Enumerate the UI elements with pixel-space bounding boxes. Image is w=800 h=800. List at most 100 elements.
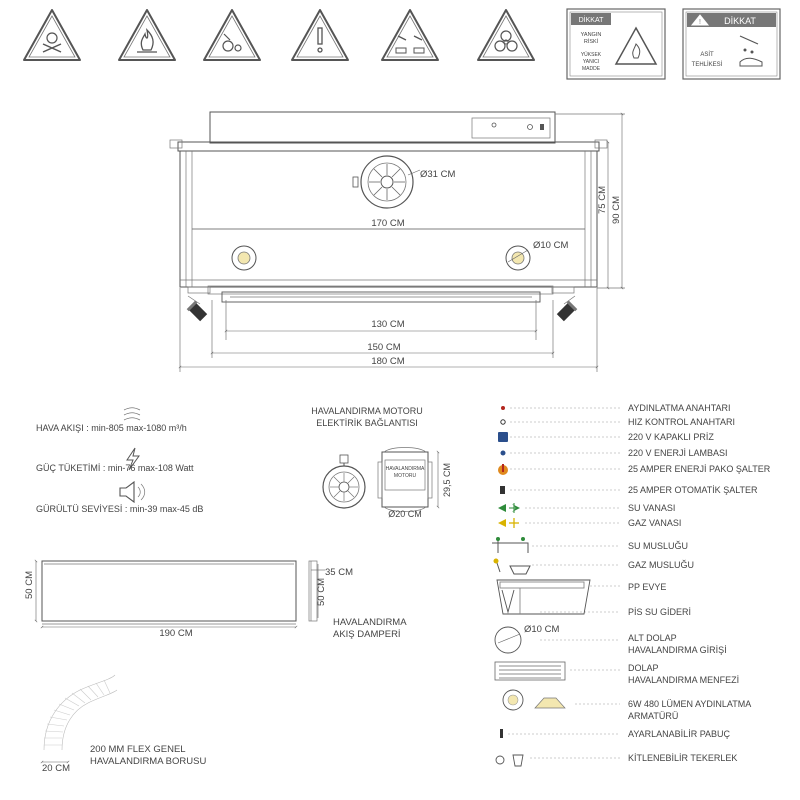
side-outlet-right-icon (556, 300, 578, 322)
pp-sink-icon (496, 579, 591, 615)
legend: Ø10 CM AYDINLATMA ANAHTARI HIZ KONTROL A… (492, 403, 771, 767)
damper-height-label: 50 CM (316, 578, 327, 606)
inner-width-label: 170 CM (371, 218, 404, 229)
socket-icon (498, 432, 508, 442)
flex-label-line1: 200 MM FLEX GENEL (90, 744, 186, 755)
led-fixture-icon (502, 689, 566, 711)
legend-item-speed-control: HIZ KONTROL ANAHTARI (628, 417, 735, 427)
fan-diameter-label: Ø31 CM (420, 169, 455, 180)
legend-item-water-valve: SU VANASI (628, 503, 675, 513)
legend-item-water-tap: SU MUSLUĞU (628, 541, 688, 551)
control-panel (471, 117, 551, 139)
flex-duct-icon (43, 674, 118, 751)
legend-item-rotary-switch: 25 AMPER ENERJİ PAKO ŞALTER (628, 464, 771, 474)
damper-label-line2: AKIŞ DAMPERİ (333, 629, 401, 640)
duct-width-label: 190 CM (159, 628, 192, 639)
legend-item-socket: 220 V KAPAKLI PRİZ (628, 432, 714, 442)
legend-item-led-line1: 6W 480 LÜMEN AYDINLATMA (628, 699, 751, 709)
height-75-label: 75 CM (597, 186, 608, 214)
motor-title-line2: ELEKTİRİK BAĞLANTISI (316, 418, 418, 428)
damper-depth-label: 35 CM (325, 567, 353, 578)
gas-tap-icon (493, 558, 531, 575)
sign2-line2: TEHLİKESİ (692, 61, 723, 68)
bottom-cabinet-vent-icon (494, 626, 522, 654)
cabinet-grille-icon (494, 661, 566, 681)
biohazard-warning-icon (477, 9, 535, 61)
flame-icon (614, 26, 658, 65)
sign1-line2: RİSKİ (584, 38, 599, 45)
specs-block: HAVA AKIŞI : min-805 max-1080 m³/h GÜÇ T… (36, 407, 203, 514)
duct-height-label: 50 CM (24, 571, 35, 599)
side-outlet-left-icon (186, 300, 208, 322)
legend-item-foot: AYARLANABİLİR PABUÇ (628, 729, 731, 739)
locking-caster-icon (495, 754, 524, 767)
water-tap-icon (492, 537, 529, 553)
motor-side-icon (377, 447, 433, 512)
flex-duct-block: 20 CM 200 MM FLEX GENEL HAVALANDIRMA BOR… (40, 674, 206, 774)
motor-diameter-label: Ø20 CM (388, 509, 422, 519)
speaker-icon (119, 480, 146, 504)
sign2-line1: ASİT (700, 51, 714, 58)
breaker-icon (500, 486, 505, 494)
light-fixture-left-icon (231, 245, 257, 271)
oxidizer-warning-icon (203, 9, 261, 61)
legend-vent-diameter: Ø10 CM (524, 624, 559, 635)
toxic-warning-icon (23, 9, 81, 61)
drain-icon (501, 589, 515, 614)
corrosive-warning-icon (381, 9, 439, 61)
sign1-line1: YANGIN (581, 32, 602, 38)
airflow-spec: HAVA AKIŞI : min-805 max-1080 m³/h (36, 423, 187, 433)
legend-item-grille-line1: DOLAP (628, 663, 659, 673)
legend-item-gas-valve: GAZ VANASI (628, 518, 681, 528)
power-spec: GÜÇ TÜKETİMİ : min-76 max-108 Watt (36, 463, 194, 473)
legend-item-cabinet-vent-line2: HAVALANDIRMA GİRİŞİ (628, 645, 727, 655)
fume-hood-front-view: Ø31 CM 170 CM Ø10 CM (169, 111, 625, 372)
legend-item-cabinet-vent-line1: ALT DOLAP (628, 633, 677, 643)
power-lamp-icon (500, 450, 506, 456)
legend-item-gas-tap: GAZ MUSLUĞU (628, 560, 694, 570)
motor-title-line1: HAVALANDIRMA MOTORU (311, 406, 423, 416)
adjustable-foot-icon (500, 729, 503, 738)
general-warning-icon (291, 9, 349, 61)
motor-label-line2: MOTORU (394, 473, 417, 479)
legend-item-grille-line2: HAVALANDIRMA MENFEZİ (628, 675, 739, 685)
light-fixture-right-icon (505, 245, 531, 271)
sign2-title: DİKKAT (724, 16, 756, 26)
fire-risk-sign: DİKKAT YANGIN RİSKİ YÜKSEK YANICI MADDE (566, 8, 666, 80)
acid-drops-icon (739, 35, 763, 67)
light-switch-icon (501, 406, 505, 410)
legend-leaders (508, 407, 620, 759)
light-diameter-label: Ø10 CM (533, 240, 568, 251)
motor-label-line1: HAVALANDIRMA (386, 466, 425, 472)
duct-block: 50 CM 190 CM 50 CM 35 CM HAVALANDIRMA AK… (24, 559, 407, 640)
legend-item-breaker: 25 AMPER OTOMATİK ŞALTER (628, 485, 758, 495)
legend-item-led-line2: ARMATÜRÜ (628, 711, 678, 721)
height-90-label: 90 CM (611, 196, 622, 224)
flex-diameter-label: 20 CM (42, 763, 70, 774)
noise-spec: GÜRÜLTÜ SEVİYESİ : min-39 max-45 dB (36, 504, 203, 514)
warning-triangle-icon: ! (690, 14, 710, 26)
width-180-label: 180 CM (371, 356, 404, 367)
sign1-line4: YANICI (583, 59, 599, 65)
acid-hazard-sign: ! DİKKAT ASİT TEHLİKESİ (682, 8, 781, 80)
width-150-label: 150 CM (367, 342, 400, 353)
power-icon (126, 447, 140, 471)
motor-height-label: 29,5 CM (442, 463, 452, 497)
motor-front-icon (322, 454, 366, 509)
damper-label-line1: HAVALANDIRMA (333, 617, 407, 628)
sign1-line5: MADDE (582, 66, 601, 72)
legend-item-sink: PP EVYE (628, 582, 666, 592)
flex-label-line2: HAVALANDIRMA BORUSU (90, 756, 206, 767)
speed-knob-icon (500, 419, 506, 425)
flammable-warning-icon (118, 9, 176, 61)
water-valve-icon (498, 503, 520, 513)
gas-valve-icon (498, 518, 519, 528)
sign1-title: DİKKAT (579, 15, 604, 24)
airflow-icon (123, 407, 141, 421)
exhaust-fan-icon (352, 155, 414, 209)
legend-item-drain: PİS SU GİDERİ (628, 607, 691, 617)
hazard-signs: DİKKAT YANGIN RİSKİ YÜKSEK YANICI MADDE … (23, 8, 781, 80)
svg-text:!: ! (699, 19, 701, 26)
sash-width-label: 130 CM (371, 319, 404, 330)
